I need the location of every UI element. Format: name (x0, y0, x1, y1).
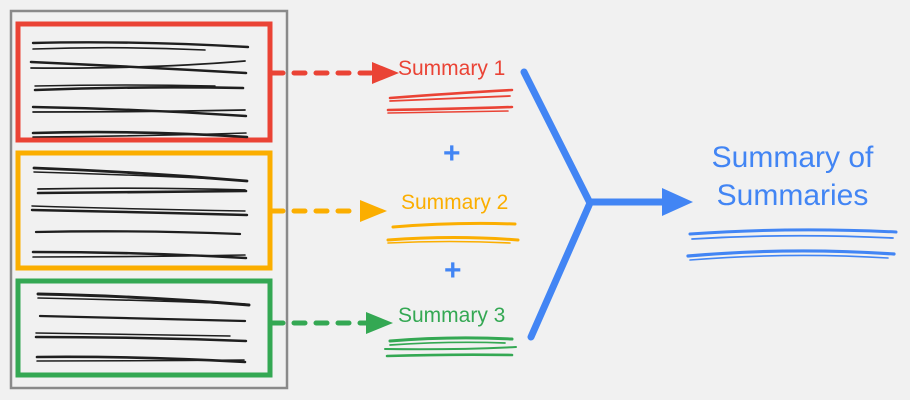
summary-3-label: Summary 3 (398, 304, 506, 327)
final-output-label-line-2: Summaries (716, 179, 869, 212)
plus-operator-1: + (443, 137, 461, 170)
connector-chunk2-to-summary2 (269, 200, 387, 222)
chunk-3-text-lines (34, 292, 251, 364)
final-output-squiggles (686, 228, 898, 261)
connector-chunk1-to-summary1 (269, 62, 399, 84)
chunk-1-group[interactable] (15, 21, 273, 143)
connector-chunk3-to-summary3 (269, 312, 393, 334)
chunk-1-text-lines (29, 41, 250, 139)
chunk-3-box[interactable] (15, 278, 273, 378)
summary-2-squiggles (386, 221, 520, 244)
merge-arrow (520, 68, 693, 341)
chunk-2-group[interactable] (15, 150, 273, 271)
plus-operator-2: + (444, 254, 462, 287)
summary-3-squiggles (384, 336, 517, 358)
chunk-3-group[interactable] (15, 278, 273, 378)
chunk-1-box[interactable] (15, 21, 273, 143)
final-output-label-line-1: Summary of (711, 141, 874, 174)
source-document-frame (9, 9, 289, 390)
summary-1-squiggles (386, 88, 514, 114)
summary-1-label: Summary 1 (398, 57, 506, 80)
summary-2-label: Summary 2 (401, 191, 509, 214)
chunk-2-text-lines (30, 166, 249, 260)
